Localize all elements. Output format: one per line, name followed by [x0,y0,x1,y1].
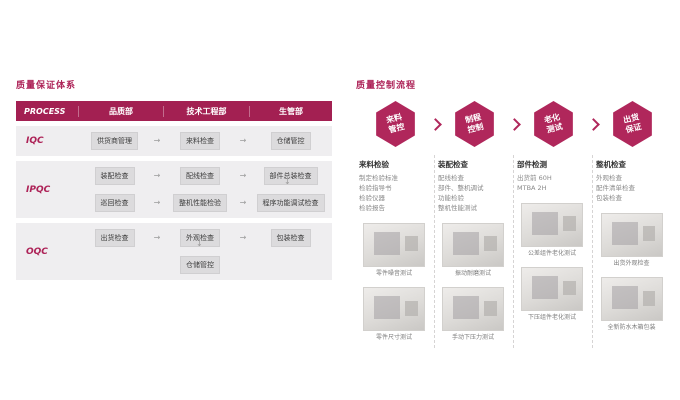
table-row-iqc: IQC 供货商管理 → 来料检查 → 仓储管控 [16,126,332,156]
hexagon-badge: 制程控制 [455,101,494,147]
badge-label: 老化测试 [543,112,564,135]
arrow-right-icon: → [239,233,247,242]
stage-item: 检验报告 [359,204,385,213]
process-box: 整机性能检验 [173,194,227,212]
stage-item: 配件清单检查 [596,184,635,193]
arrow-right-icon: → [153,198,161,207]
photo [521,267,583,312]
process-box: 外观检查 [180,229,220,247]
stage-item: 功能检验 [438,194,464,203]
process-box: 包装检查 [270,229,311,247]
qa-system-panel: 质量保证体系 PROCESS 品质部 技术工程部 生管部 IQC 供货商管理 →… [16,78,332,280]
photo [363,287,425,332]
header-cell-production-dept: 生管部 [249,105,332,117]
photo [600,277,663,322]
process-box: 部件总装检查 [263,167,318,185]
photo-caption: 振动耐磨测试 [454,270,491,278]
stage-item: 检验仪器 [359,194,385,203]
table-row-ipqc: IPQC 装配检查 → 配线检查 → 部件总装检查 巡回检查 → 整机性能检验 … [16,161,332,218]
stage-columns: 来料检验 制定检验标准 检验指导书 检验仪器 检验报告 零件噪音测试 零件尺寸测… [356,155,672,348]
header-cell-engineering-dept: 技术工程部 [163,105,249,117]
stage-column-process: 装配检查 配线检查 部件、整机调试 功能检验 整机性能测试 振动耐磨测试 手动下… [435,155,514,348]
hexagon-badge: 出货保证 [613,101,652,147]
arrow-right-icon: → [153,233,161,242]
stage-column-shipping: 整机检查 外观检查 配件清单检查 包装检查 出货外观检查 全新防水木箱包装 [593,155,672,348]
process-box: 出货检查 [94,229,135,247]
stage-item: 整机性能测试 [438,204,477,213]
process-box: 程序功能调试检查 [256,194,325,212]
arrow-down-icon: ↓ [284,177,291,186]
stage-column-incoming: 来料检验 制定检验标准 检验指导书 检验仪器 检验报告 零件噪音测试 零件尺寸测… [356,155,435,348]
arrow-right-icon: → [239,171,247,180]
photo-caption: 零件噪音测试 [375,270,412,278]
stage-item: 出货前 60H [517,174,552,182]
hexagon-badge: 来料管控 [376,101,415,147]
header-cell-process: PROCESS [24,106,66,116]
qc-process-title: 质量控制流程 [356,81,417,91]
badge-label: 来料管控 [385,112,406,135]
stage-heading: 装配检查 [438,160,468,169]
process-box: 装配检查 [94,167,135,185]
photo-caption: 下压组件老化测试 [527,314,576,322]
process-box: 巡回检查 [94,194,135,212]
photo [363,223,425,268]
stage-badges: 来料管控 制程控制 老化测试 出货保证 [356,101,672,147]
row-label-oqc: OQC [26,246,48,257]
photo [600,213,663,258]
stage-badge-aging: 老化测试 [514,101,600,147]
stage-badge-incoming: 来料管控 [356,101,442,147]
photo-caption: 手动下压力测试 [451,334,494,342]
arrow-right-icon: → [239,198,247,207]
stage-column-aging: 部件检测 出货前 60H MTBA 2H 公差组件老化测试 下压组件老化测试 [514,155,593,348]
photo-caption: 全新防水木箱包装 [607,324,656,332]
arrow-down-icon: ↓ [196,239,203,248]
badge-label: 制程控制 [464,112,485,135]
arrow-right-icon: → [239,136,247,145]
process-box: 供货商管理 [91,132,138,150]
process-box: 仓储管控 [180,256,220,274]
process-box: 来料检查 [180,132,220,150]
stage-item: 配线检查 [438,174,464,182]
badge-label: 出货保证 [622,112,643,135]
photo-caption: 出货外观检查 [613,260,650,268]
hexagon-badge: 老化测试 [534,101,573,147]
stage-item: 检验指导书 [359,184,392,193]
process-box: 仓储管控 [270,132,311,150]
table-header: PROCESS 品质部 技术工程部 生管部 [16,101,332,121]
photo-caption: 公差组件老化测试 [527,250,576,258]
stage-item: 外观检查 [596,174,622,182]
stage-badge-process: 制程控制 [435,101,521,147]
process-box: 配线检查 [180,167,220,185]
header-cell-quality-dept: 品质部 [78,105,163,117]
photo [442,287,504,332]
stage-item: MTBA 2H [517,184,547,193]
row-label-ipqc: IPQC [26,184,51,195]
qa-system-title: 质量保证体系 [16,81,77,91]
stage-item: 包装检查 [596,194,622,203]
qc-process-panel: 质量控制流程 来料管控 制程控制 老化测试 出货保证 来 [356,78,672,348]
stage-heading: 整机检查 [596,160,626,169]
photo-caption: 零件尺寸测试 [375,334,412,342]
stage-heading: 来料检验 [359,160,389,169]
stage-heading: 部件检测 [517,160,547,169]
arrow-right-icon: → [153,171,161,180]
stage-item: 制定检验标准 [359,174,398,182]
stage-item: 部件、整机调试 [438,184,484,193]
photo [521,203,583,248]
arrow-right-icon: → [153,136,161,145]
row-label-iqc: IQC [26,136,44,146]
table-row-oqc: OQC 出货检查 → 外观检查 → 包装检查 仓储管控 ↓ [16,223,332,280]
stage-badge-shipping: 出货保证 [593,101,672,147]
photo [442,223,504,268]
